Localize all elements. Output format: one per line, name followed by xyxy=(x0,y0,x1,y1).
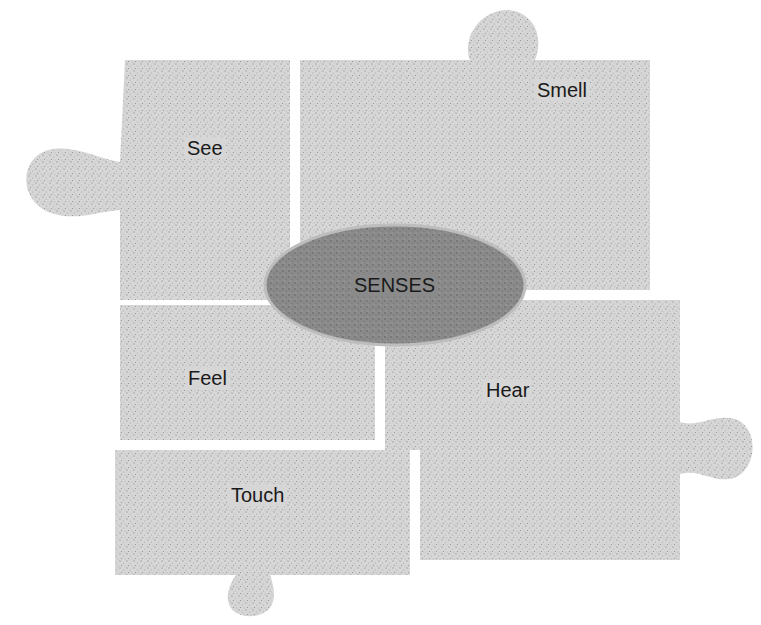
see-piece: See xyxy=(15,55,295,305)
piece-label: SENSES xyxy=(351,274,438,296)
piece-label: Hear xyxy=(483,379,532,401)
senses-ellipse: SENSES xyxy=(265,225,525,345)
touch-piece: Touch xyxy=(110,445,415,620)
piece-label: Touch xyxy=(228,484,287,506)
piece-label: Feel xyxy=(185,367,230,389)
piece-label: Smell xyxy=(534,79,590,101)
piece-outline xyxy=(110,445,415,620)
piece-label: See xyxy=(184,137,226,159)
piece-outline xyxy=(15,55,295,305)
